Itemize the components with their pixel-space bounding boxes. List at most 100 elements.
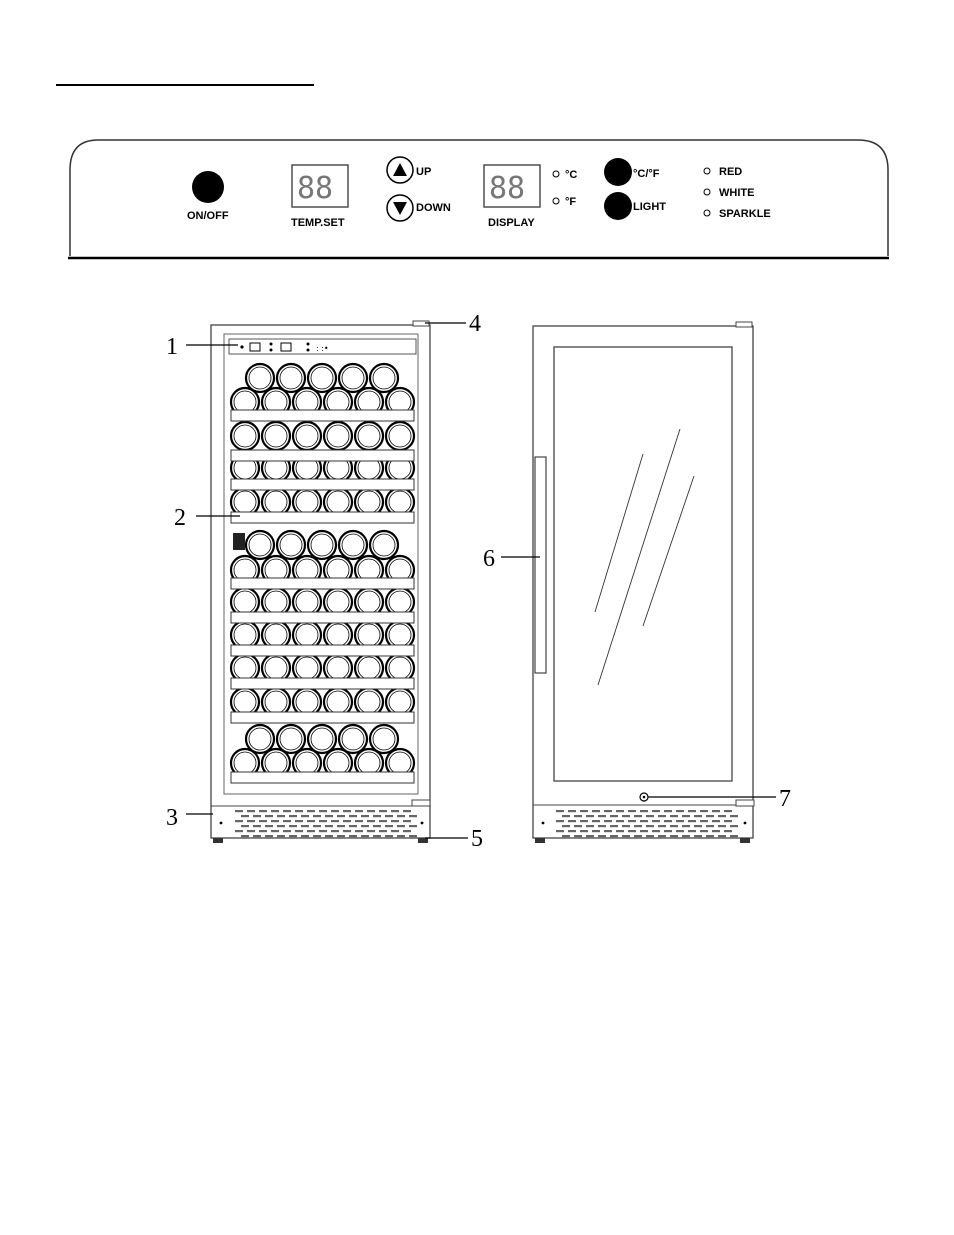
vent-slot [265,815,273,817]
bottle [308,725,336,753]
vent-slot [319,830,327,832]
vent-slot [568,830,576,832]
cooler-exterior-view [533,322,754,843]
vent-slot [628,830,636,832]
vent-slot [283,810,291,812]
callout-5: 5 [471,826,483,852]
vent-slot [718,815,726,817]
vent-slot [592,830,600,832]
vent-slot [295,820,303,822]
unit-toggle-button[interactable] [604,158,632,186]
bottle [231,422,259,450]
mini-power-dot [240,345,243,348]
unit-toggle-label: °C/°F [633,168,660,180]
light-mode-sparkle: SPARKLE [719,208,771,220]
vent-slot [646,815,654,817]
vent-slot [706,815,714,817]
vent-slot [283,830,291,832]
vent-slot [634,835,642,837]
shelf [231,450,414,461]
mini-indicators: : :• [316,344,329,353]
up-button[interactable] [387,157,413,183]
vent-slot [688,820,696,822]
bottle [339,364,367,392]
vent-slot [307,820,315,822]
vent-slot [247,820,255,822]
vent-slot [409,825,417,827]
light-button[interactable] [604,192,632,220]
red-indicator [704,168,710,174]
vent-slot [289,815,297,817]
door-lock[interactable] [640,793,648,801]
vent-slot [682,825,690,827]
vent-slot [337,815,345,817]
vent-slot [652,810,660,812]
vent-slot [694,815,702,817]
callout-1: 1 [166,334,178,360]
vent-slot [373,815,381,817]
vent-slot [682,835,690,837]
vent-slot [730,825,738,827]
vent-slot [676,830,684,832]
vent-slot [265,825,273,827]
vent-slot [307,810,315,812]
bottom-hinge [412,800,430,806]
door-handle[interactable] [535,457,546,673]
vent-slot [568,810,576,812]
vent-slot [730,835,738,837]
vent-slot [259,820,267,822]
vent-slot [562,835,570,837]
vent-slot [604,830,612,832]
vent-slot [403,820,411,822]
vent-slot [313,825,321,827]
down-button[interactable] [387,195,413,221]
vent-slot [604,810,612,812]
vent-slot [343,820,351,822]
vent-slot [295,810,303,812]
vent-slot [259,830,267,832]
vent-slot [586,815,594,817]
vent-slot [259,810,267,812]
vent-slot [409,815,417,817]
bottle [324,422,352,450]
leveling-leg-left-right-unit [535,838,545,843]
vent-slot [640,820,648,822]
vent-slot [373,835,381,837]
vent-slot [319,810,327,812]
vent-slot [313,815,321,817]
vent-slot [718,835,726,837]
vent-slot [724,810,732,812]
vent-slot [367,810,375,812]
shelf [231,772,414,783]
vent-slot [241,825,249,827]
vent-slot [616,820,624,822]
vent-slot [652,820,660,822]
vent-slot [385,825,393,827]
vent-slot [367,830,375,832]
vent-slot [712,820,720,822]
mini-dot-4 [307,349,310,352]
vent-slot [295,830,303,832]
vent-slot [361,835,369,837]
vent-slot [325,835,333,837]
vent-slot [634,815,642,817]
callout-7: 7 [779,786,791,812]
vent-slot [277,815,285,817]
vent-slot [622,815,630,817]
bottle [277,725,305,753]
vent-slot [658,815,666,817]
bottle [293,422,321,450]
vent-slot [694,835,702,837]
vent-slot [247,810,255,812]
vent-slot [403,810,411,812]
vent-slot [640,830,648,832]
vent-slot [397,815,405,817]
shelf [231,712,414,723]
light-mode-red: RED [719,166,742,178]
vent-slot [616,830,624,832]
vent-slot [568,820,576,822]
vent-slot [277,825,285,827]
bottle [308,364,336,392]
vent-slot [664,830,672,832]
onoff-button[interactable] [192,171,224,203]
